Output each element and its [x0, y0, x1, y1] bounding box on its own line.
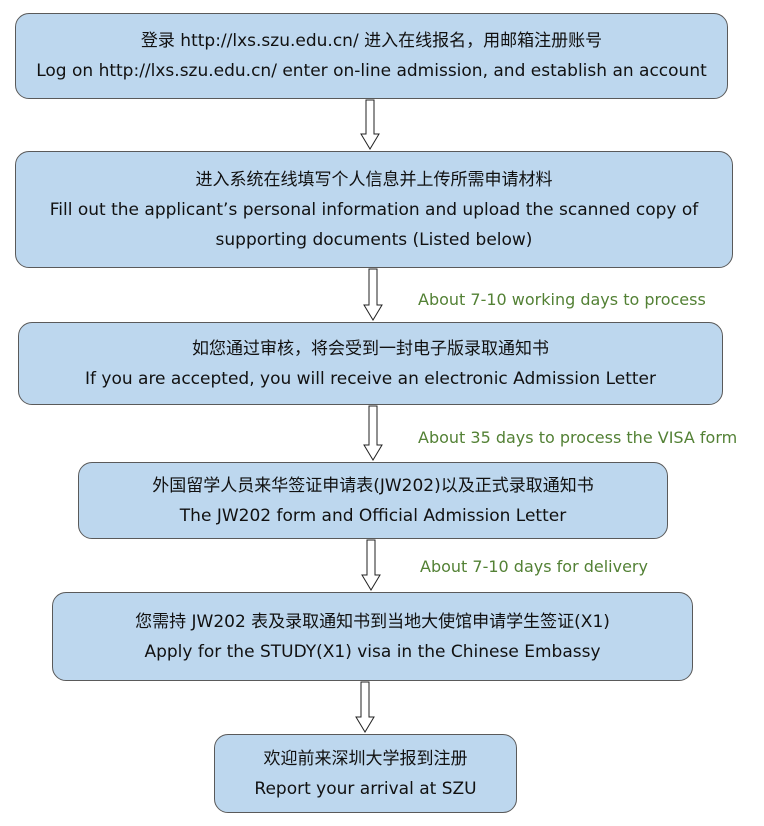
- step-6-box: 欢迎前来深圳大学报到注册 Report your arrival at SZU: [214, 734, 517, 813]
- arrow-5-down-icon: [355, 681, 375, 733]
- step-4-en: The JW202 form and Official Admission Le…: [179, 505, 567, 526]
- step-1-en: Log on http://lxs.szu.edu.cn/ enter on-l…: [36, 61, 707, 81]
- note-visa-form: About 35 days to process the VISA form: [418, 428, 738, 447]
- step-2-box: 进入系统在线填写个人信息并上传所需申请材料 Fill out the appli…: [15, 151, 733, 268]
- step-3-zh: 如您通过审核，将会受到一封电子版录取通知书: [192, 338, 549, 359]
- arrow-3-down-icon: [363, 405, 383, 461]
- step-3-en: If you are accepted, you will receive an…: [84, 368, 656, 389]
- step-4-box: 外国留学人员来华签证申请表(JW202)以及正式录取通知书 The JW202 …: [78, 462, 668, 539]
- note-processing: About 7-10 working days to process: [418, 290, 706, 309]
- step-1-box: 登录 http://lxs.szu.edu.cn/ 进入在线报名，用邮箱注册账号…: [15, 13, 728, 99]
- step-6-zh: 欢迎前来深圳大学报到注册: [263, 748, 468, 769]
- step-5-zh: 您需持 JW202 表及录取通知书到当地大使馆申请学生签证(X1): [135, 611, 610, 632]
- step-3-box: 如您通过审核，将会受到一封电子版录取通知书 If you are accepte…: [18, 322, 723, 405]
- step-2-en: Fill out the applicant’s personal inform…: [49, 199, 699, 250]
- step-2-zh: 进入系统在线填写个人信息并上传所需申请材料: [195, 169, 553, 190]
- step-1-zh: 登录 http://lxs.szu.edu.cn/ 进入在线报名，用邮箱注册账号: [140, 31, 603, 51]
- arrow-4-down-icon: [361, 539, 381, 591]
- step-5-box: 您需持 JW202 表及录取通知书到当地大使馆申请学生签证(X1) Apply …: [52, 592, 693, 681]
- step-4-zh: 外国留学人员来华签证申请表(JW202)以及正式录取通知书: [152, 475, 594, 496]
- arrow-2-down-icon: [363, 268, 383, 321]
- arrow-1-down-icon: [360, 99, 380, 150]
- step-6-en: Report your arrival at SZU: [254, 778, 477, 799]
- step-5-en: Apply for the STUDY(X1) visa in the Chin…: [144, 641, 601, 662]
- note-delivery: About 7-10 days for delivery: [420, 557, 648, 576]
